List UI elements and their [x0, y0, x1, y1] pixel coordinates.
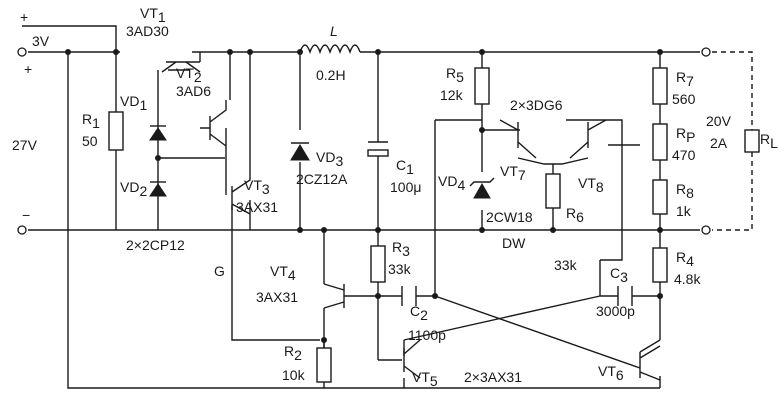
minus-input-label: −: [22, 207, 30, 223]
resistor-r6: [545, 173, 561, 209]
rp-label: RP: [676, 125, 695, 145]
r4-value: 4.8k: [674, 271, 701, 287]
capacitor-c1: [367, 141, 389, 157]
vd12-part: 2×2CP12: [126, 237, 185, 253]
resistor-r1: [108, 111, 124, 151]
capacitor-c2: [401, 286, 417, 306]
c2-label: C2: [410, 303, 428, 323]
r7-value: 560: [672, 91, 696, 107]
vd2-label: VD2: [120, 179, 147, 199]
r1-value: 50: [82, 133, 98, 149]
vt1-part: 3AD30: [126, 23, 169, 39]
rl-label: RL: [760, 131, 778, 151]
diode-vd3: [290, 142, 310, 161]
vt8-label: VT8: [578, 175, 604, 195]
r3-value: 33k: [388, 261, 412, 277]
r5-label: R5: [446, 65, 464, 85]
r4-label: R4: [676, 249, 694, 269]
vt5-label: VT5: [412, 369, 438, 389]
rp-value: 470: [672, 147, 696, 163]
inductor-value: 0.2H: [316, 67, 346, 83]
vt6-label: VT6: [598, 363, 624, 383]
resistor-r4: [652, 247, 668, 283]
diode-vd2: [149, 181, 167, 197]
transistor-vt8: [569, 119, 607, 159]
c2-value: 1100p: [408, 327, 446, 343]
vt7-label: VT7: [500, 163, 526, 183]
r-33k-label: 33k: [554, 257, 578, 273]
r3-label: R3: [392, 239, 410, 259]
capacitor-c3: [617, 286, 633, 306]
junction-dots: [65, 49, 663, 343]
terminals: [17, 47, 711, 235]
dw-label: DW: [502, 235, 526, 251]
vt2-label: VT2: [176, 65, 202, 85]
v-in-label: 27V: [12, 137, 38, 153]
vd1-label: VD1: [120, 93, 147, 113]
wires: [22, 25, 753, 389]
r7-label: R7: [676, 69, 694, 89]
r8-value: 1k: [676, 203, 692, 219]
vt1-label: VT1: [140, 5, 166, 25]
inductor-l: [299, 44, 361, 55]
vt2-part: 3AD6: [176, 83, 211, 99]
labels: + 3V + 27V − VT1 3AD30 VT2 3AD6 R1 50 VD…: [12, 5, 778, 389]
transistor-vt1: [161, 61, 201, 73]
resistor-r2: [316, 347, 332, 383]
r2-value: 10k: [282, 367, 306, 383]
resistor-r3: [370, 245, 386, 283]
vt4-part: 3AX31: [256, 289, 298, 305]
r8-label: R8: [676, 181, 694, 201]
transistor-vt3: [231, 160, 251, 215]
transistor-vt7: [499, 119, 537, 159]
resistor-rl: [744, 129, 760, 153]
resistor-r5: [474, 67, 490, 105]
plus-input-label: +: [24, 61, 32, 77]
vd4-part: 2CW18: [486, 209, 533, 225]
i-out-label: 2A: [710, 135, 728, 151]
r5-value: 12k: [440, 87, 464, 103]
r1-label: R1: [82, 111, 100, 131]
diode-vd1: [149, 125, 167, 141]
vd4-label: VD4: [438, 173, 465, 193]
v-out-label: 20V: [706, 113, 732, 129]
zener-diode-vd4: [469, 177, 495, 199]
transistor-vt6: [639, 345, 661, 381]
vt3-label: VT3: [244, 177, 270, 197]
resistor-r7: [652, 67, 668, 105]
resistor-r8: [652, 179, 668, 215]
node-g-label: G: [214, 263, 225, 279]
c1-label: C1: [396, 157, 414, 177]
vd3-part: 2CZ12A: [296, 171, 348, 187]
r2-label: R2: [284, 343, 302, 363]
vt3-part: 3AX31: [236, 199, 278, 215]
vt56-part: 2×3AX31: [464, 369, 522, 385]
vt4-label: VT4: [270, 263, 296, 283]
c3-value: 3000p: [596, 303, 635, 319]
transistor-vt5: [403, 339, 421, 379]
transistor-vt4: [323, 283, 345, 309]
c3-label: C3: [610, 265, 628, 285]
vd3-label: VD3: [316, 149, 343, 169]
potentiometer-rp: [652, 123, 668, 161]
vt78-part: 2×3DG6: [510, 97, 563, 113]
r6-label: R6: [566, 205, 584, 225]
inductor-label: L: [330, 23, 338, 39]
v-aux-label: 3V: [32, 33, 50, 49]
plus-terminal-label: +: [20, 9, 28, 25]
transistor-vt2: [209, 100, 227, 147]
c1-value: 100μ: [390, 179, 421, 195]
